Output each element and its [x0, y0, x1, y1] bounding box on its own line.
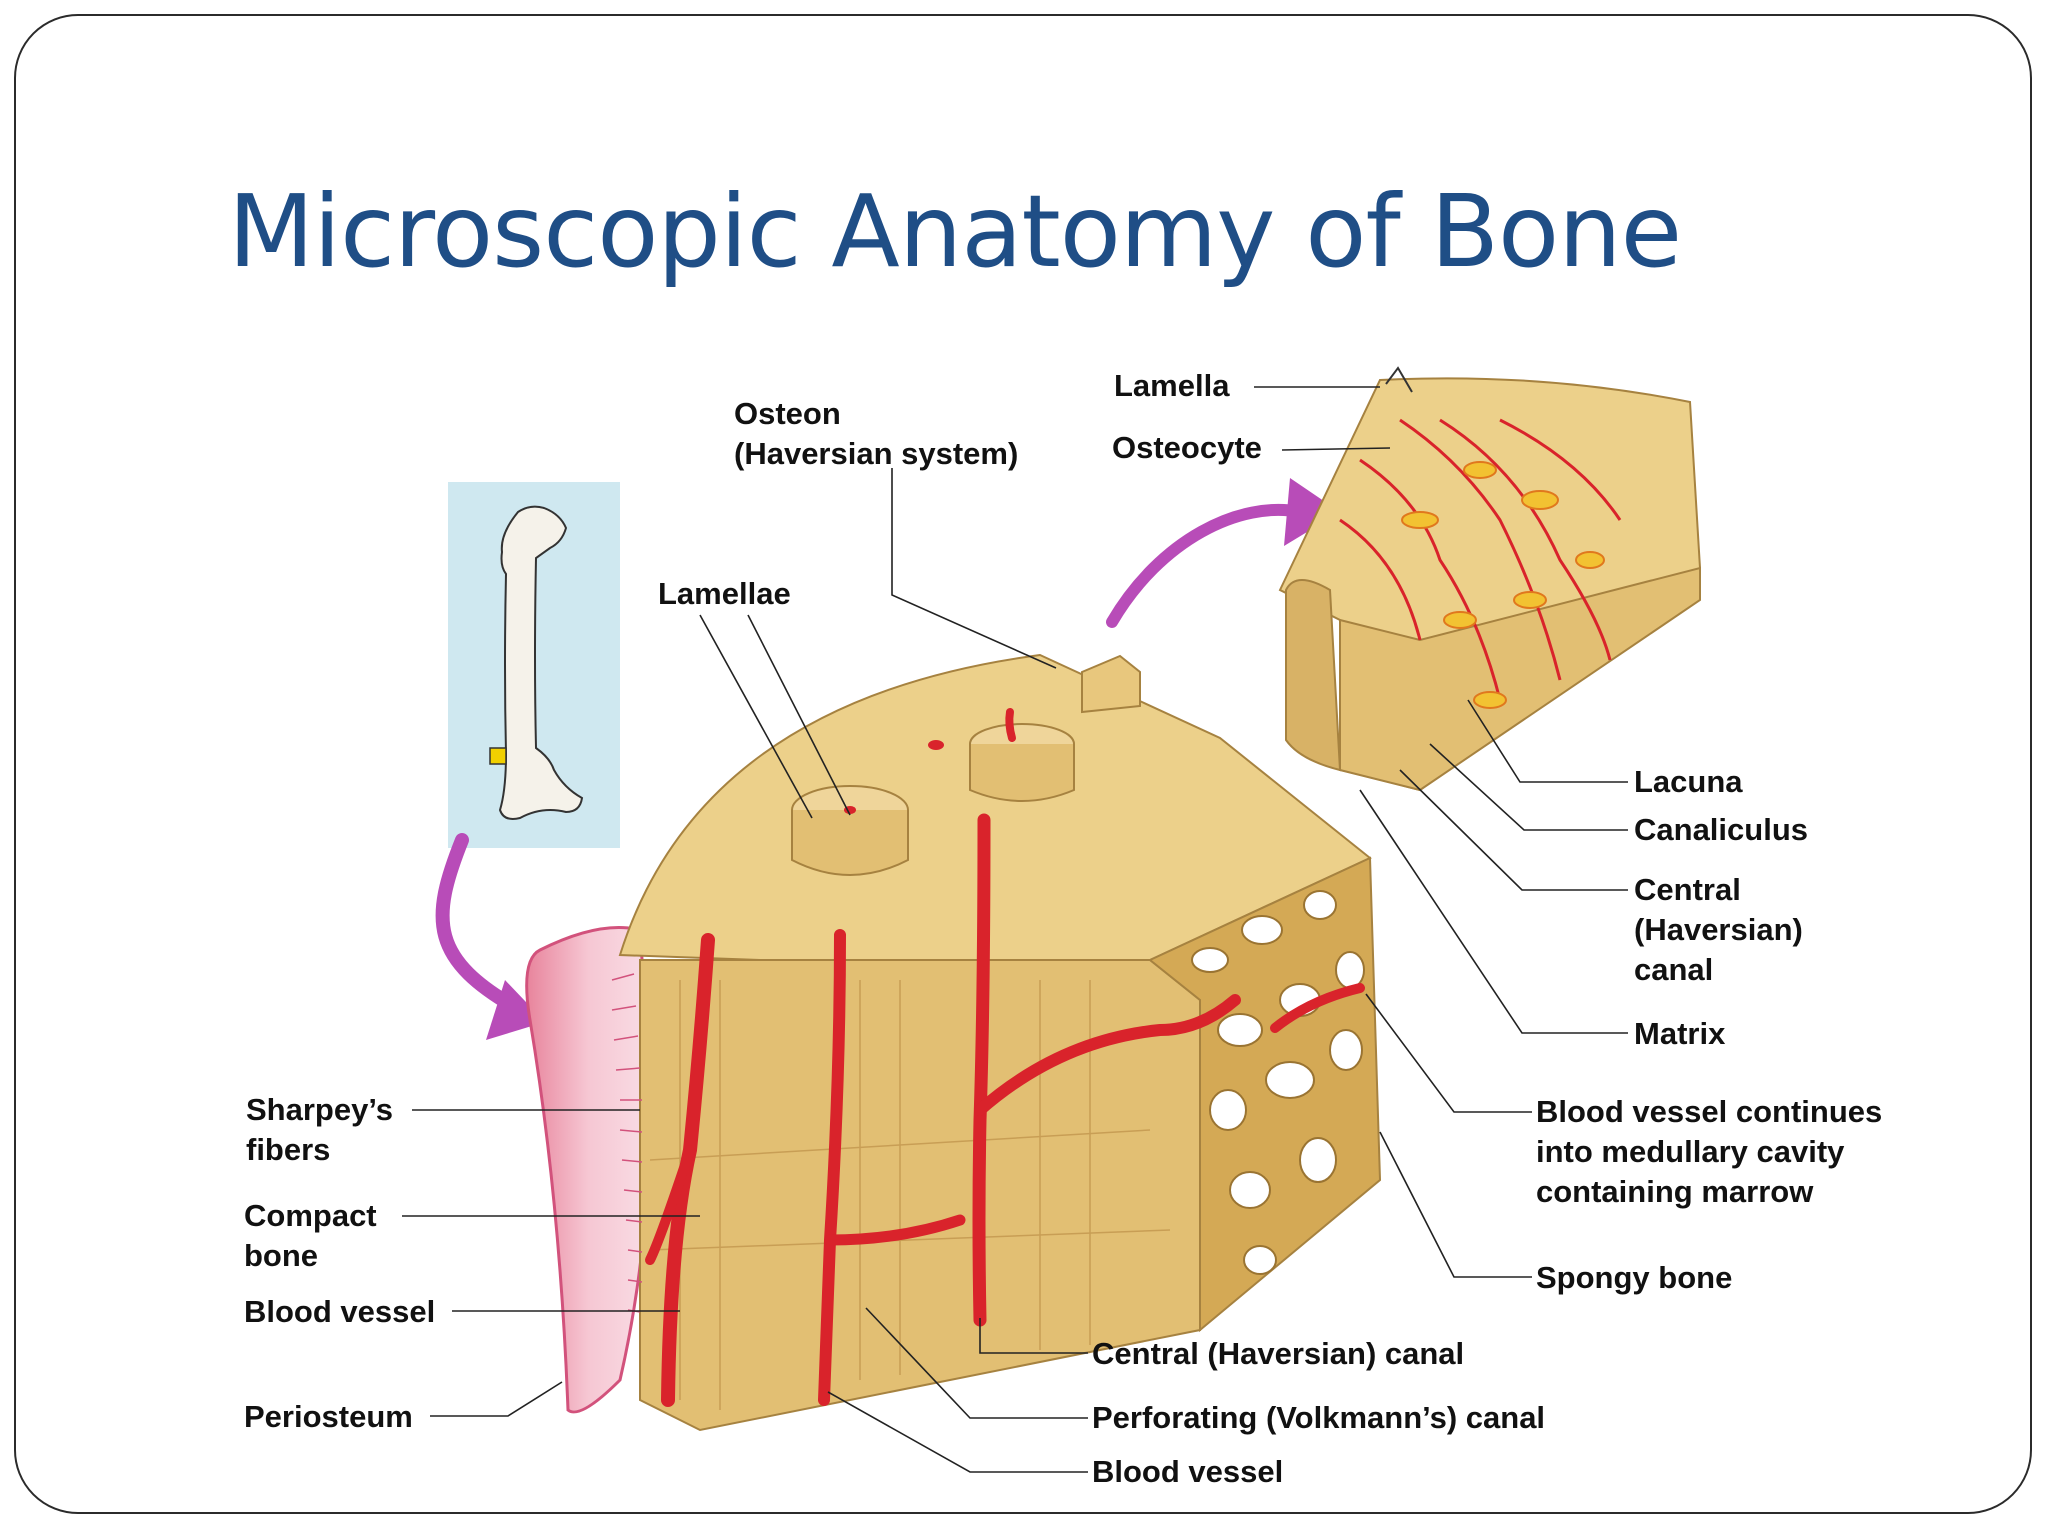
leader-lines	[402, 386, 1628, 1473]
magnified-osteon	[1278, 366, 1702, 792]
label-compact-bone-1: Compact	[244, 1198, 377, 1233]
label-vessel-continues-2: into medullary cavity	[1536, 1134, 1845, 1169]
label-central-canal-2: (Haversian)	[1634, 912, 1803, 947]
label-central-canal-1: Central	[1634, 872, 1741, 907]
zoom-arrow-right	[1106, 503, 1306, 628]
zoom-arrow-left	[435, 833, 527, 1017]
label-periosteum: Periosteum	[244, 1399, 413, 1434]
osteon-cylinders	[791, 654, 1141, 876]
label-blood-vessel-left: Blood vessel	[244, 1294, 435, 1329]
label-osteon: Osteon	[734, 396, 841, 431]
spongy-holes	[1191, 890, 1365, 1275]
label-perforating-canal: Perforating (Volkmann’s) canal	[1092, 1400, 1545, 1435]
blood-vessels	[645, 708, 1365, 1407]
label-osteocyte: Osteocyte	[1112, 430, 1262, 465]
label-lacuna: Lacuna	[1634, 764, 1743, 799]
label-sharpeys-1: Sharpey’s	[246, 1092, 393, 1127]
slide-title: Microscopic Anatomy of Bone	[228, 173, 1682, 290]
label-lamella: Lamella	[1114, 368, 1230, 403]
label-vessel-continues-1: Blood vessel continues	[1536, 1094, 1882, 1129]
label-blood-vessel-bottom: Blood vessel	[1092, 1454, 1283, 1489]
inset-marker	[489, 747, 507, 765]
label-vessel-continues-3: containing marrow	[1536, 1174, 1814, 1209]
spongy-bone-region	[1148, 856, 1382, 1333]
label-central-canal-3: canal	[1634, 952, 1713, 987]
femur-inset	[448, 482, 620, 848]
label-sharpeys-2: fibers	[246, 1132, 330, 1167]
label-spongy-bone: Spongy bone	[1536, 1260, 1732, 1295]
diagram-labels: Lamella Osteocyte Osteon (Haversian syst…	[244, 368, 1882, 1489]
label-lamellae: Lamellae	[658, 576, 791, 611]
lamella-lines	[649, 980, 1171, 1410]
label-osteon-sub: (Haversian system)	[734, 436, 1018, 471]
label-central-canal-bottom: Central (Haversian) canal	[1092, 1336, 1464, 1371]
label-compact-bone-2: bone	[244, 1238, 318, 1273]
label-canaliculus: Canaliculus	[1634, 812, 1808, 847]
periosteum	[525, 926, 652, 1414]
label-matrix: Matrix	[1634, 1016, 1726, 1051]
